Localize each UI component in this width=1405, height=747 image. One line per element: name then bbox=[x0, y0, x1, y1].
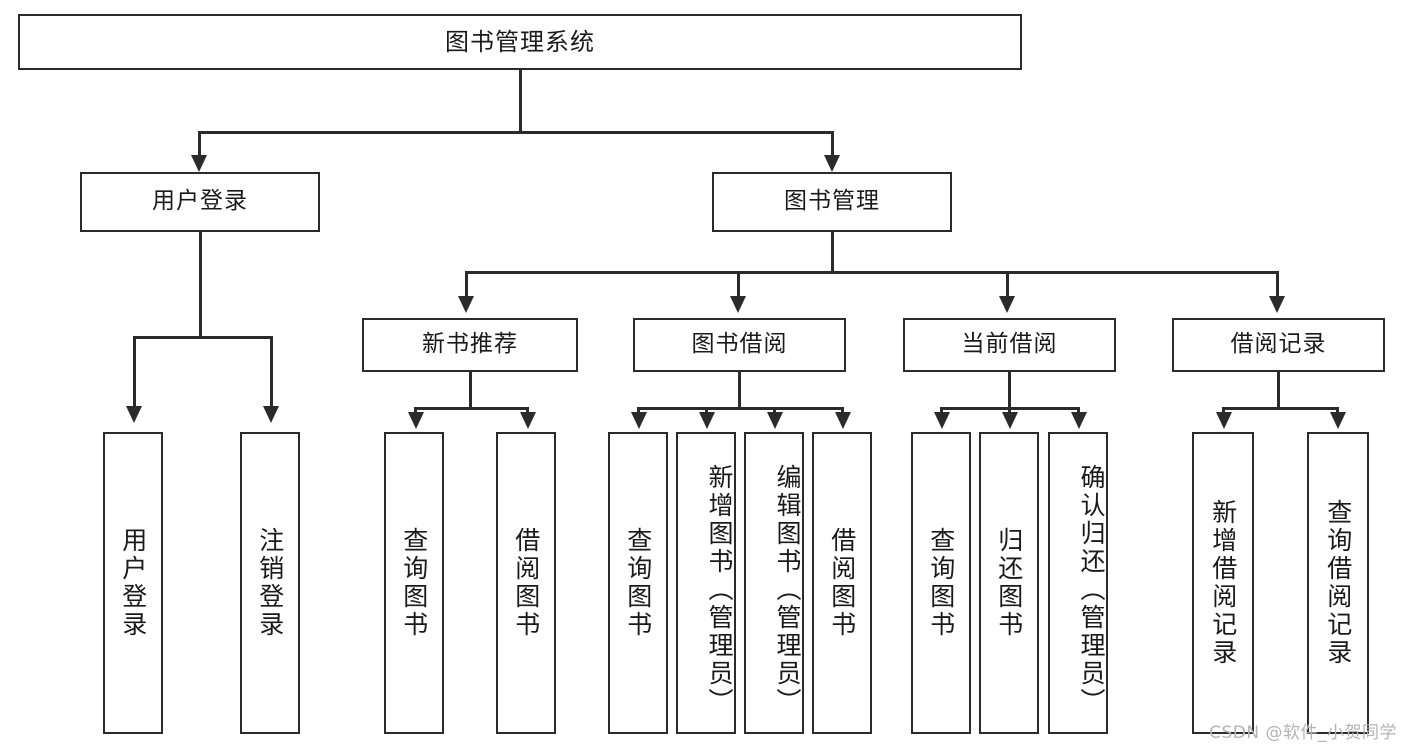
arrow-current-borrow-leaf2 bbox=[1002, 412, 1018, 429]
connector-to-book-borrow bbox=[737, 271, 740, 299]
leaf-borrow-record-add[interactable]: 新增借阅记录 bbox=[1192, 432, 1254, 734]
arrow-book-borrow-leaf4 bbox=[835, 412, 851, 429]
node-new-book-recommend[interactable]: 新书推荐 bbox=[362, 318, 578, 372]
arrow-to-user-login bbox=[191, 155, 207, 172]
connector-root-bus bbox=[198, 131, 834, 134]
connector-current-borrow-trunk bbox=[1008, 372, 1011, 410]
arrow-borrow-record-leaf1 bbox=[1216, 412, 1232, 429]
arrow-book-borrow-leaf3 bbox=[767, 412, 783, 429]
leaf-book-borrow-query[interactable]: 查询图书 bbox=[608, 432, 668, 734]
arrow-to-book-borrow bbox=[730, 296, 746, 313]
arrow-user-login-leaf2 bbox=[263, 406, 279, 423]
leaf-current-borrow-confirm[interactable]: 确认归还（管理员） bbox=[1048, 432, 1108, 734]
connector-book-manage-bus bbox=[465, 271, 1279, 274]
connector-user-login-leaf2 bbox=[270, 336, 273, 410]
connector-to-borrow-record bbox=[1276, 271, 1279, 299]
arrow-to-borrow-record bbox=[1269, 296, 1285, 313]
arrow-user-login-leaf1 bbox=[126, 406, 142, 423]
arrow-borrow-record-leaf2 bbox=[1330, 412, 1346, 429]
leaf-book-borrow-borrow[interactable]: 借阅图书 bbox=[812, 432, 872, 734]
arrow-new-book-leaf2 bbox=[520, 412, 536, 429]
node-user-login[interactable]: 用户登录 bbox=[80, 172, 320, 232]
arrow-new-book-leaf1 bbox=[408, 412, 424, 429]
leaf-new-book-query[interactable]: 查询图书 bbox=[384, 432, 444, 734]
connector-borrow-record-trunk bbox=[1277, 372, 1280, 410]
connector-new-book-bus bbox=[414, 407, 529, 410]
connector-user-login-bus bbox=[133, 336, 273, 339]
connector-new-book-trunk bbox=[469, 372, 472, 410]
connector-to-new-book bbox=[465, 271, 468, 299]
node-root-system[interactable]: 图书管理系统 bbox=[18, 14, 1022, 70]
leaf-book-borrow-add[interactable]: 新增图书（管理员） bbox=[676, 432, 736, 734]
node-book-manage[interactable]: 图书管理 bbox=[712, 172, 952, 232]
connector-root-trunk bbox=[519, 70, 522, 134]
connector-book-borrow-bus bbox=[637, 407, 844, 410]
leaf-new-book-borrow[interactable]: 借阅图书 bbox=[496, 432, 556, 734]
connector-user-login-trunk bbox=[199, 232, 202, 338]
leaf-book-borrow-edit[interactable]: 编辑图书（管理员） bbox=[744, 432, 804, 734]
connector-book-manage-trunk bbox=[831, 232, 834, 274]
arrow-to-book-manage bbox=[824, 155, 840, 172]
arrow-to-current-borrow bbox=[999, 296, 1015, 313]
arrow-book-borrow-leaf2 bbox=[699, 412, 715, 429]
node-borrow-record[interactable]: 借阅记录 bbox=[1172, 318, 1385, 372]
leaf-borrow-record-query[interactable]: 查询借阅记录 bbox=[1307, 432, 1369, 734]
node-book-borrow[interactable]: 图书借阅 bbox=[633, 318, 846, 372]
connector-to-current-borrow bbox=[1006, 271, 1009, 299]
connector-to-book-manage bbox=[831, 131, 834, 159]
arrow-book-borrow-leaf1 bbox=[631, 412, 647, 429]
leaf-current-borrow-query[interactable]: 查询图书 bbox=[911, 432, 971, 734]
connector-book-borrow-trunk bbox=[738, 372, 741, 410]
connector-user-login-leaf1 bbox=[133, 336, 136, 410]
leaf-user-login-login[interactable]: 用户登录 bbox=[103, 432, 163, 734]
connector-borrow-record-bus bbox=[1222, 407, 1339, 410]
arrow-current-borrow-leaf3 bbox=[1071, 412, 1087, 429]
node-current-borrow[interactable]: 当前借阅 bbox=[903, 318, 1116, 372]
leaf-current-borrow-return[interactable]: 归还图书 bbox=[979, 432, 1039, 734]
watermark-text: CSDN @软件_小贺同学 bbox=[1209, 723, 1397, 743]
connector-to-user-login bbox=[198, 131, 201, 159]
arrow-current-borrow-leaf1 bbox=[934, 412, 950, 429]
leaf-user-login-logout[interactable]: 注销登录 bbox=[240, 432, 300, 734]
arrow-to-new-book bbox=[458, 296, 474, 313]
